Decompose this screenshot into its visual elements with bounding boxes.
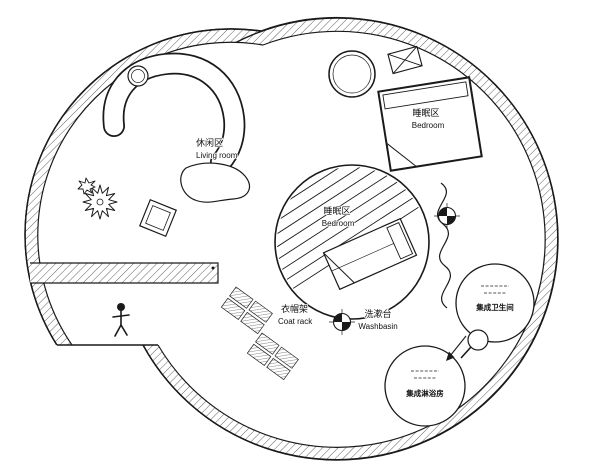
partition-wall — [30, 262, 219, 284]
label-washbasin-en: Washbasin — [358, 322, 397, 331]
annex-inner-outline — [37, 41, 264, 346]
person-icon — [112, 303, 130, 337]
coat-rack-blocks — [220, 286, 273, 335]
round-table — [328, 50, 376, 98]
pod-bed — [322, 217, 418, 291]
stool — [138, 198, 178, 238]
shower-pod — [384, 345, 466, 427]
label-bedroom-center-zh: 睡眠区 — [323, 205, 350, 216]
coat-rack-blocks — [246, 332, 299, 381]
outer-wall-outline — [142, 16, 559, 461]
plant-icon — [77, 177, 118, 220]
label-bathroom-unit: 集成卫生间 — [475, 302, 514, 312]
curved-sofa — [102, 52, 246, 173]
label-shower-unit: 集成淋浴房 — [405, 388, 444, 398]
sofa-end-table — [127, 65, 149, 87]
label-coat-rack-zh: 衣帽架 — [281, 303, 308, 314]
label-bedroom-center-en: Bedroom — [322, 219, 355, 228]
bathroom-pod — [455, 263, 535, 343]
window-box-icon — [387, 45, 423, 75]
double-bed — [377, 76, 483, 172]
label-bedroom-loft-en: Bedroom — [412, 121, 445, 130]
coffee-table — [180, 162, 250, 203]
label-living-zh: 休闲区 — [196, 137, 223, 148]
label-coat-rack-en: Coat rack — [278, 317, 313, 326]
label-living-en: Living room — [196, 151, 238, 160]
curtain-squiggle — [437, 182, 451, 309]
label-washbasin-zh: 洗漱台 — [364, 308, 391, 319]
datum-point-icon — [434, 203, 460, 229]
datum-point-icon — [329, 309, 355, 335]
dot-marker — [211, 266, 215, 270]
washbasin-mirror-icon — [460, 329, 489, 359]
label-bedroom-loft-zh: 睡眠区 — [412, 107, 439, 118]
direction-arrow-icon — [446, 335, 467, 361]
